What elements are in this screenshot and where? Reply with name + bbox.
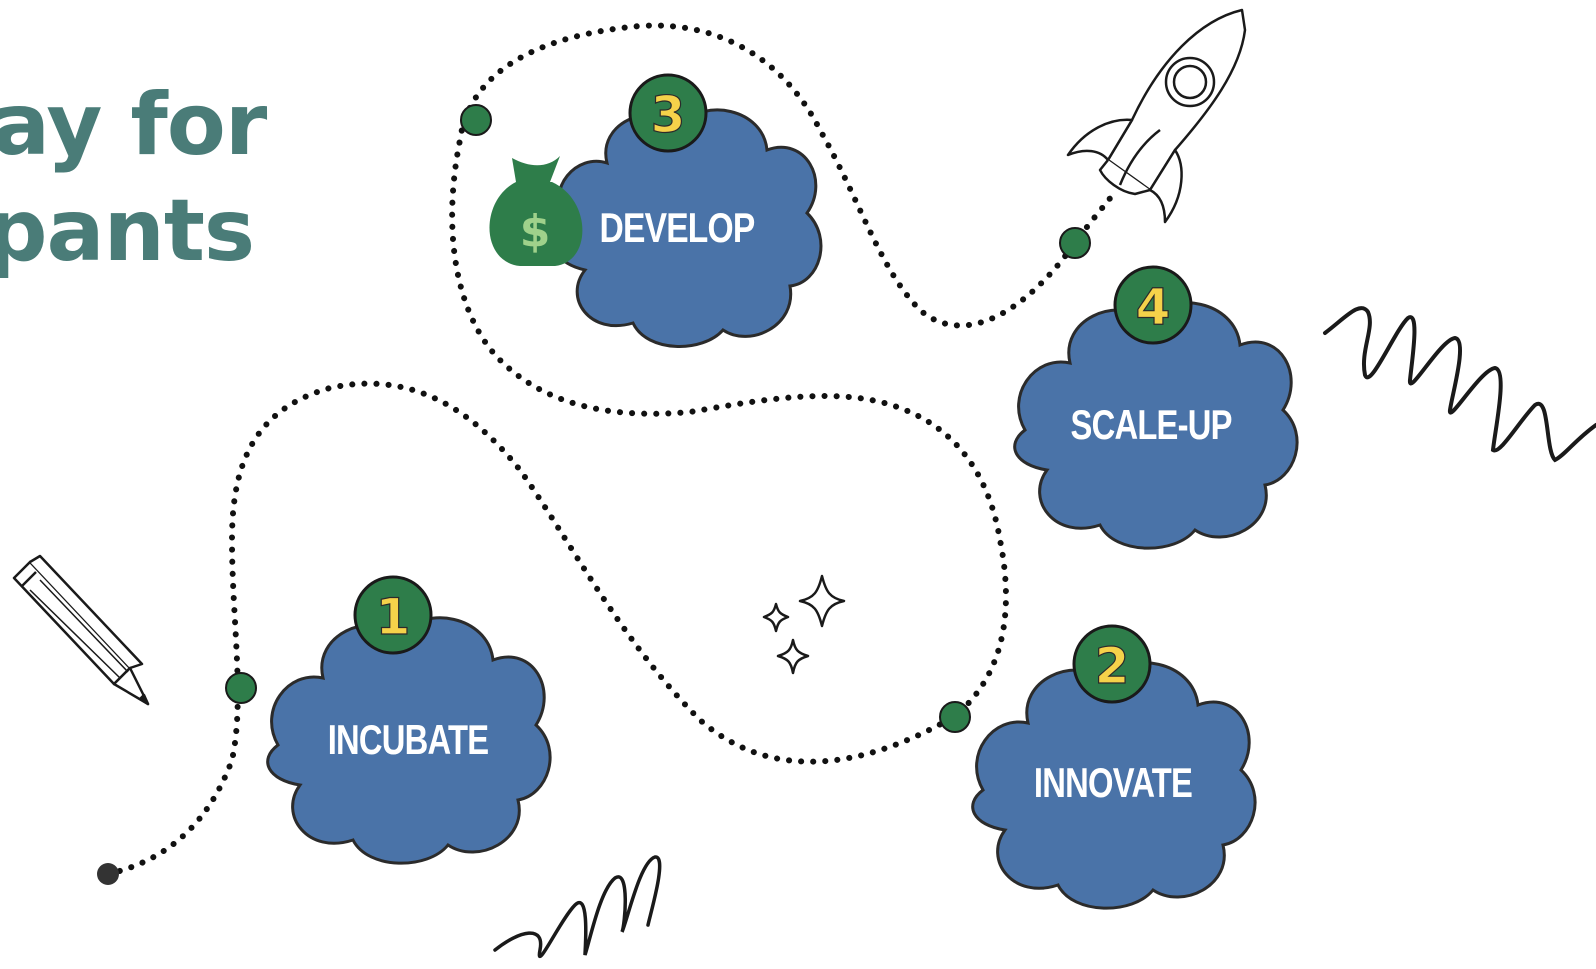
journey-path bbox=[105, 22, 1118, 877]
path-node-dot-3 bbox=[460, 104, 492, 136]
path-start-dot bbox=[97, 863, 119, 885]
stage-cloud-innovate: INNOVATE bbox=[971, 661, 1257, 910]
stage-badge-3: 3 bbox=[628, 73, 708, 153]
stage-badge-4: 4 bbox=[1113, 265, 1193, 345]
cloud-shape bbox=[1013, 301, 1299, 550]
stage-badge-2: 2 bbox=[1072, 624, 1152, 704]
money-bag-icon: $ bbox=[489, 156, 583, 266]
stage-number-3: 3 bbox=[651, 86, 686, 144]
stage-cloud-incubate: INCUBATE bbox=[266, 616, 552, 865]
stage-label-incubate: INCUBATE bbox=[328, 716, 489, 763]
stage-label-scale-up: SCALE-UP bbox=[1071, 401, 1232, 448]
squiggle-icon bbox=[1323, 306, 1596, 463]
stage-cloud-scale-up: SCALE-UP bbox=[1013, 301, 1299, 550]
stage-label-develop: DEVELOP bbox=[600, 206, 755, 252]
spring-icon bbox=[493, 855, 662, 959]
cloud-shape bbox=[971, 661, 1257, 910]
path-node-dot-4 bbox=[1059, 227, 1091, 259]
money-bag-dollar: $ bbox=[520, 206, 551, 257]
stage-label-innovate: INNOVATE bbox=[1034, 759, 1192, 806]
stage-number-1: 1 bbox=[376, 588, 411, 646]
cloud-shape bbox=[266, 616, 552, 865]
page-title-line-1: ay for bbox=[0, 75, 267, 175]
path-node-dot-2 bbox=[939, 701, 971, 733]
pencil-icon bbox=[12, 554, 150, 706]
stage-badge-1: 1 bbox=[353, 575, 433, 655]
sparkles-icon bbox=[762, 574, 846, 675]
page-title-line-2: pants bbox=[0, 181, 255, 281]
stage-cloud-develop: DEVELOP bbox=[553, 108, 823, 348]
stage-number-2: 2 bbox=[1095, 637, 1130, 695]
stage-number-4: 4 bbox=[1136, 278, 1171, 336]
path-node-dot-1 bbox=[225, 672, 257, 704]
rocket-icon bbox=[1066, 8, 1247, 224]
